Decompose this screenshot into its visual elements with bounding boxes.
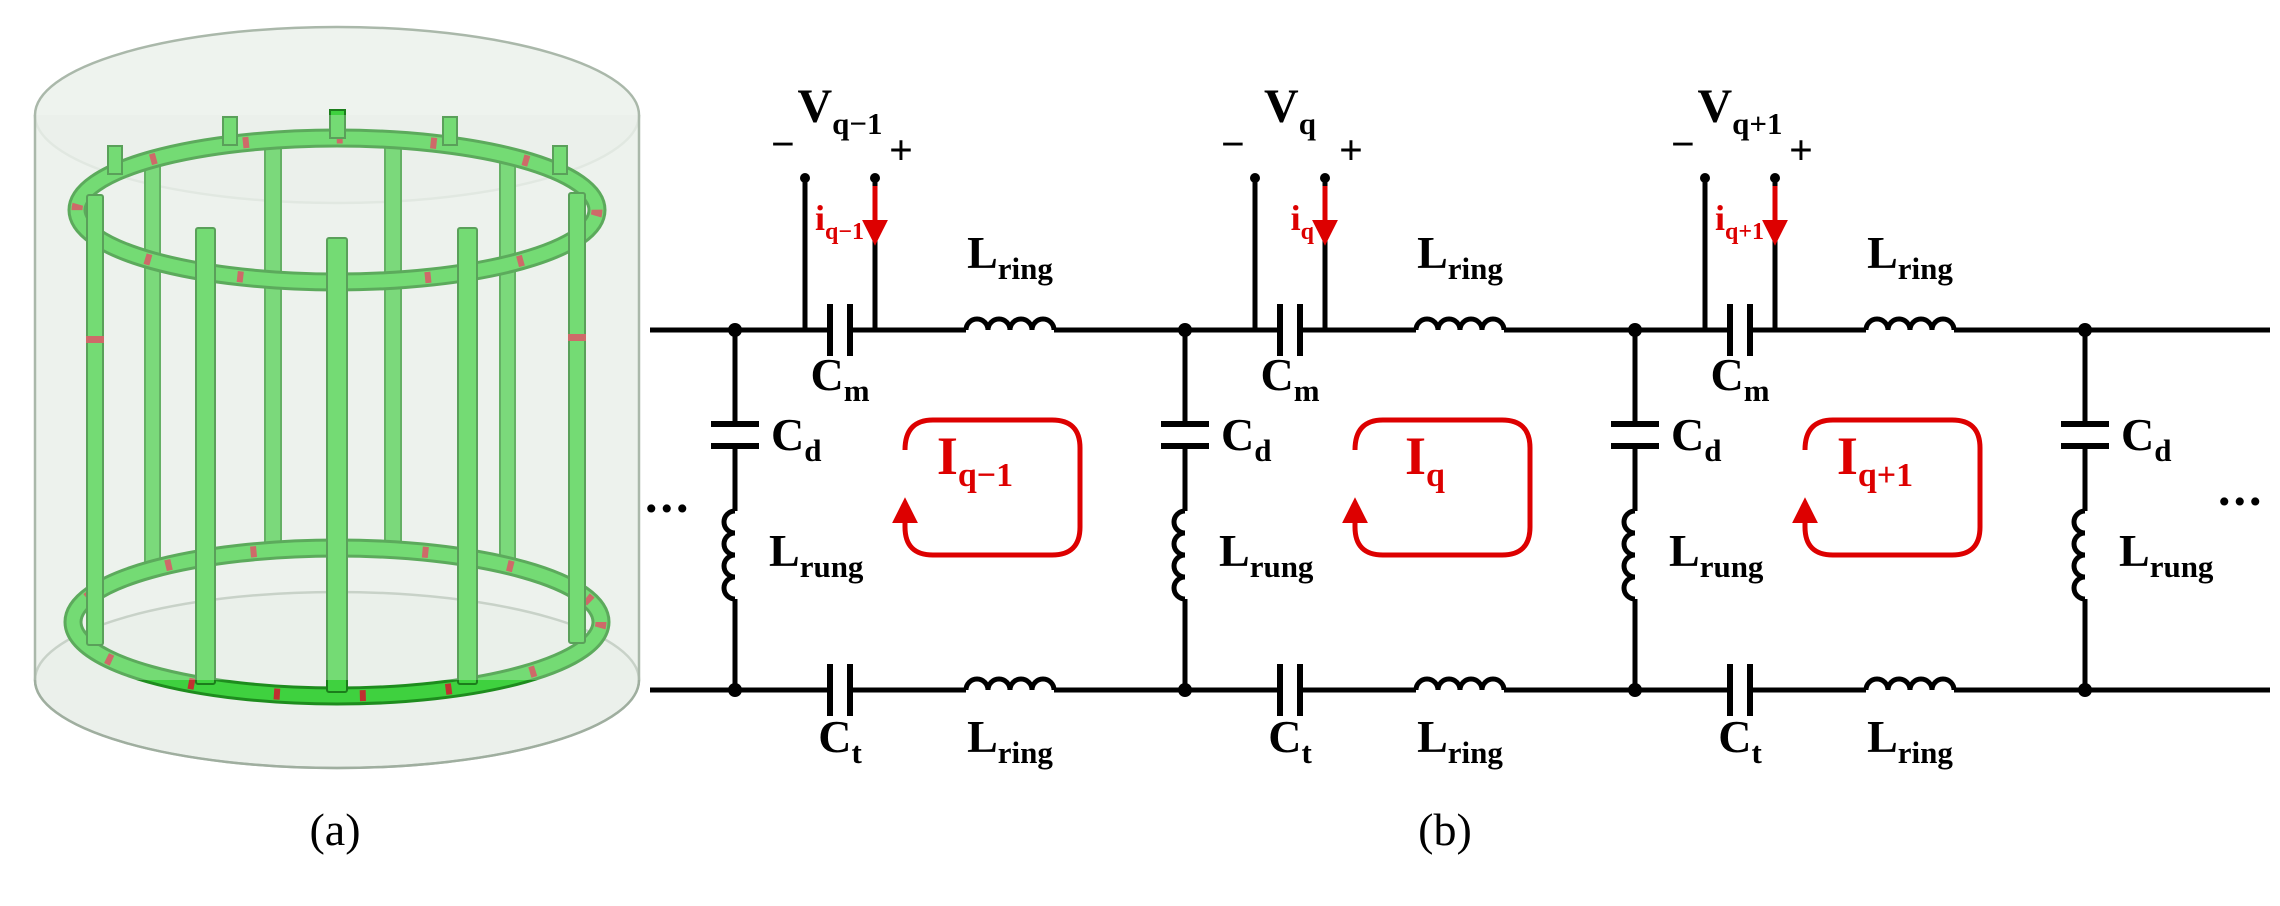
voltage-label: Vq xyxy=(1264,80,1316,141)
plus-sign: + xyxy=(1339,128,1363,174)
cylinder-front-wall xyxy=(33,115,641,770)
panel-a xyxy=(33,25,641,770)
cm-label: Cm xyxy=(1260,349,1319,408)
port-current-label: iq xyxy=(1291,198,1315,245)
cell-labels: Vq−1 − + iq−1 Cm Lring Cd Lrung Ct Lring… xyxy=(769,80,1053,770)
voltage-label: Vq−1 xyxy=(797,80,882,141)
minus-sign: − xyxy=(1221,122,1245,168)
lrung-label: Lrung xyxy=(2119,525,2214,584)
coil-front-rungs xyxy=(86,192,586,693)
mesh-current-label: Iq−1 xyxy=(937,426,1013,494)
cm-label: Cm xyxy=(1710,349,1769,408)
port-current-label: iq−1 xyxy=(815,198,864,245)
lring-top-label: Lring xyxy=(1417,227,1503,286)
mesh-current-label: Iq+1 xyxy=(1837,426,1913,494)
lring-top-label: Lring xyxy=(1867,227,1953,286)
lring-top-label: Lring xyxy=(967,227,1053,286)
ct-label: Ct xyxy=(1268,711,1312,770)
cd-label: Cd xyxy=(1221,409,1271,468)
rung-capacitors xyxy=(86,334,586,343)
cm-label: Cm xyxy=(810,349,869,408)
voltage-label: Vq+1 xyxy=(1697,80,1782,141)
cd-label: Cd xyxy=(771,409,821,468)
cd-label: Cd xyxy=(2121,409,2171,468)
caption-b: (b) xyxy=(1418,804,1472,855)
edge-labels: Cd Lrung ... ... xyxy=(645,409,2265,584)
panel-b: Vq−1 − + iq−1 Cm Lring Cd Lrung Ct Lring… xyxy=(645,80,2270,770)
circuit-rung xyxy=(2061,323,2109,697)
lrung-label: Lrung xyxy=(1219,525,1314,584)
ct-label: Ct xyxy=(1718,711,1762,770)
ring-capacitors xyxy=(71,132,603,288)
lring-bottom-label: Lring xyxy=(1867,711,1953,770)
ct-label: Ct xyxy=(818,711,862,770)
lrung-label: Lrung xyxy=(1669,525,1764,584)
ellipsis-right: ... xyxy=(2218,460,2265,516)
coil-top-tabs xyxy=(107,109,568,175)
lring-bottom-label: Lring xyxy=(967,711,1053,770)
plus-sign: + xyxy=(889,128,913,174)
ellipsis-left: ... xyxy=(645,467,692,523)
port-current-label: iq+1 xyxy=(1715,198,1764,245)
lrung-label: Lrung xyxy=(769,525,864,584)
plus-sign: + xyxy=(1789,128,1813,174)
cell-labels: Vq+1 − + iq+1 Cm Lring Cd Lrung Ct Lring… xyxy=(1669,80,1953,770)
caption-a: (a) xyxy=(309,804,360,855)
lring-bottom-label: Lring xyxy=(1417,711,1503,770)
cd-label: Cd xyxy=(1671,409,1721,468)
cell-labels: Vq − + iq Cm Lring Cd Lrung Ct Lring Iq xyxy=(1219,80,1503,770)
rail-extensions xyxy=(650,327,2270,693)
mesh-current-label: Iq xyxy=(1405,426,1445,494)
minus-sign: − xyxy=(771,122,795,168)
minus-sign: − xyxy=(1671,122,1695,168)
